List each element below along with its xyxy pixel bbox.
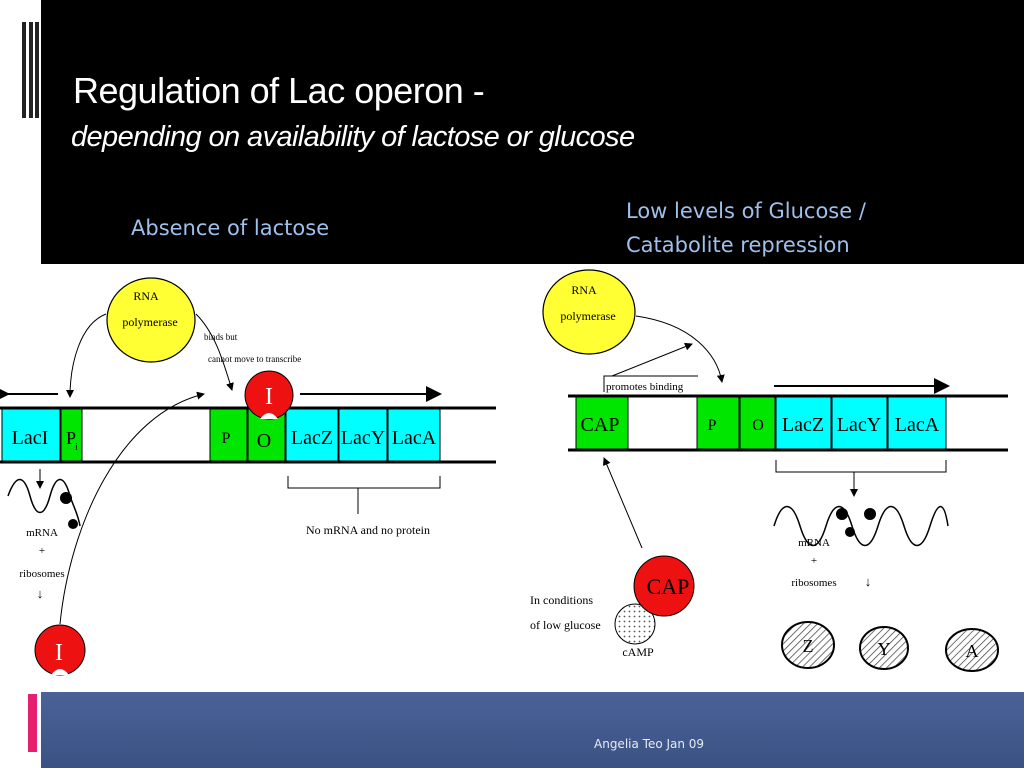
polymerase-to-promoter-arrow: [635, 315, 725, 383]
binds-note-2: cannot move to transcribe: [208, 354, 301, 364]
footer-author: Angelia Teo Jan 09: [594, 737, 705, 751]
gene-lacz-label: LacZ: [291, 427, 333, 449]
mrna-wave: [7, 478, 81, 527]
decor-stripe: [22, 22, 26, 118]
ribosomes-label: ribosomes: [19, 568, 64, 580]
gene-pi-label: P: [66, 428, 76, 448]
gene-lacz: [775, 396, 832, 450]
protein-y-label: Y: [878, 639, 891, 659]
promotes-binding-bracket: [603, 375, 698, 392]
condition-label-1: In conditions: [530, 593, 593, 607]
protein-a-label: A: [966, 641, 979, 661]
gene-promoter-label: P: [222, 430, 231, 447]
gene-lacy: [338, 408, 388, 462]
mrna-label: mRNA: [798, 537, 830, 549]
cap-protein-label: CAP: [647, 574, 690, 599]
repressor-free-label: I: [55, 640, 63, 666]
rna-polymerase-label-2: polymerase: [560, 309, 615, 323]
pink-accent-bar: [28, 694, 37, 752]
gene-lacy-label: LacY: [341, 427, 385, 449]
figure-background: [0, 264, 504, 692]
gene-laci: [1, 408, 61, 462]
footer-bar: [41, 692, 1024, 768]
no-mrna-label: No mRNA and no protein: [306, 523, 430, 537]
promotes-binding-label: promotes binding: [606, 381, 684, 393]
catabolite-repression-diagram: RNA polymerase promotes binding CAP P O …: [512, 264, 1024, 692]
gene-laca-label: LacA: [392, 427, 437, 449]
gene-pi-subscript: i: [75, 442, 78, 453]
ribosome-dot: [836, 508, 848, 520]
genes-bracket: [775, 460, 947, 473]
repressor-free-notch: [51, 669, 69, 675]
gene-promoter-label: P: [708, 417, 717, 434]
repressor-notch: [260, 413, 278, 419]
down-arrow: ↓: [37, 586, 44, 601]
decor-stripe: [29, 22, 33, 118]
caption-low-glucose-line1: Low levels of Glucose /: [626, 199, 866, 223]
gene-promoter: [696, 396, 740, 450]
rna-polymerase-label-1: RNA: [133, 289, 159, 303]
repressor-bound-label: I: [265, 384, 273, 410]
camp-label: cAMP: [622, 645, 654, 659]
promotes-binding-arrow: [611, 342, 693, 377]
gene-lacz: [285, 408, 339, 462]
rna-polymerase-label-1: RNA: [571, 283, 597, 297]
caption-absence-of-lactose: Absence of lactose: [131, 216, 330, 240]
rna-polymerase-label-2: polymerase: [122, 315, 177, 329]
gene-promoter: [209, 408, 248, 462]
polymerase-to-pi-arrow: [66, 313, 107, 398]
plus-label: +: [811, 555, 817, 567]
mrna-label: mRNA: [26, 527, 58, 539]
gene-lacz-label: LacZ: [782, 414, 824, 436]
condition-label-2: of low glucose: [530, 618, 601, 632]
gene-pi: [60, 408, 83, 462]
cap-binding-arrow: [603, 457, 643, 549]
ribosome-dot: [60, 492, 72, 504]
down-arrow: ↓: [865, 574, 872, 589]
repressor-binding-arrow: [59, 391, 205, 625]
title-panel: [41, 0, 1024, 264]
binds-note-1: binds but: [204, 332, 238, 342]
slide-title: Regulation of Lac operon -: [73, 70, 485, 111]
gene-laca-label: LacA: [895, 414, 940, 436]
protein-y: [859, 626, 909, 670]
camp-molecule: [614, 603, 656, 645]
slide-subtitle: depending on availability of lactose or …: [71, 121, 635, 153]
plus-label: +: [39, 545, 45, 557]
caption-low-glucose-line2: Catabolite repression: [626, 233, 850, 257]
polymerase-to-p-arrow: [195, 313, 234, 391]
gene-operator-label: O: [257, 430, 271, 452]
gene-laca: [387, 408, 441, 462]
gene-cap-site: [575, 396, 629, 450]
ribosome-dot: [845, 527, 855, 537]
lac-operon-repressed-diagram: RNA polymerase binds but cannot move to …: [0, 264, 504, 692]
gene-laci-label: LacI: [12, 427, 49, 449]
gene-operator: [739, 396, 776, 450]
gene-operator-label: O: [752, 417, 764, 434]
rna-polymerase-shape: [542, 269, 636, 355]
cap-protein: [633, 555, 695, 617]
rna-polymerase-shape: [106, 277, 196, 363]
mrna-wave: [773, 505, 949, 547]
ribosome-dot: [68, 519, 78, 529]
gene-cap-site-label: CAP: [581, 414, 620, 436]
gene-lacy: [831, 396, 888, 450]
decor-stripe: [35, 22, 39, 118]
caption-low-glucose: Low levels of Glucose / Catabolite repre…: [626, 194, 866, 262]
protein-z: [781, 621, 835, 669]
gene-laca: [887, 396, 947, 450]
protein-a: [945, 628, 999, 672]
protein-z-label: Z: [803, 636, 814, 656]
ribosomes-label: ribosomes: [791, 577, 836, 589]
gene-lacy-label: LacY: [837, 414, 881, 436]
genes-bracket: [287, 476, 441, 489]
ribosome-dot: [864, 508, 876, 520]
